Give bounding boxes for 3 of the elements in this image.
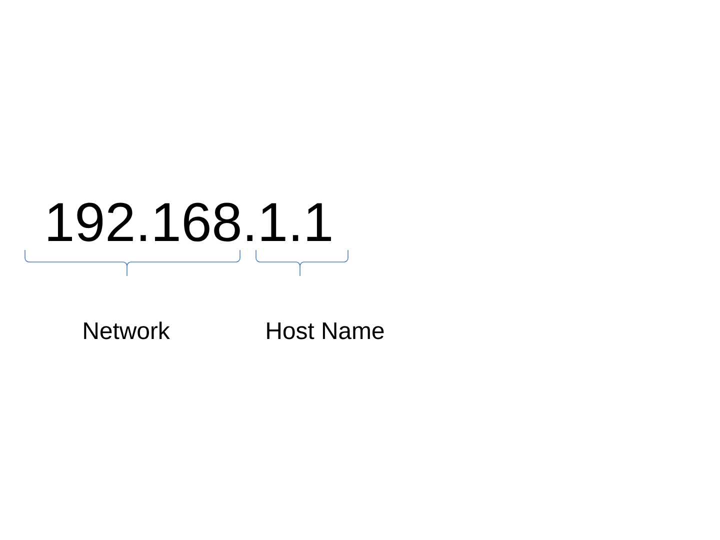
bracket-label: Network xyxy=(84,322,170,340)
ip-address: 192.168.1.1 xyxy=(48,202,331,242)
bracket-label: Host Name xyxy=(267,322,384,340)
